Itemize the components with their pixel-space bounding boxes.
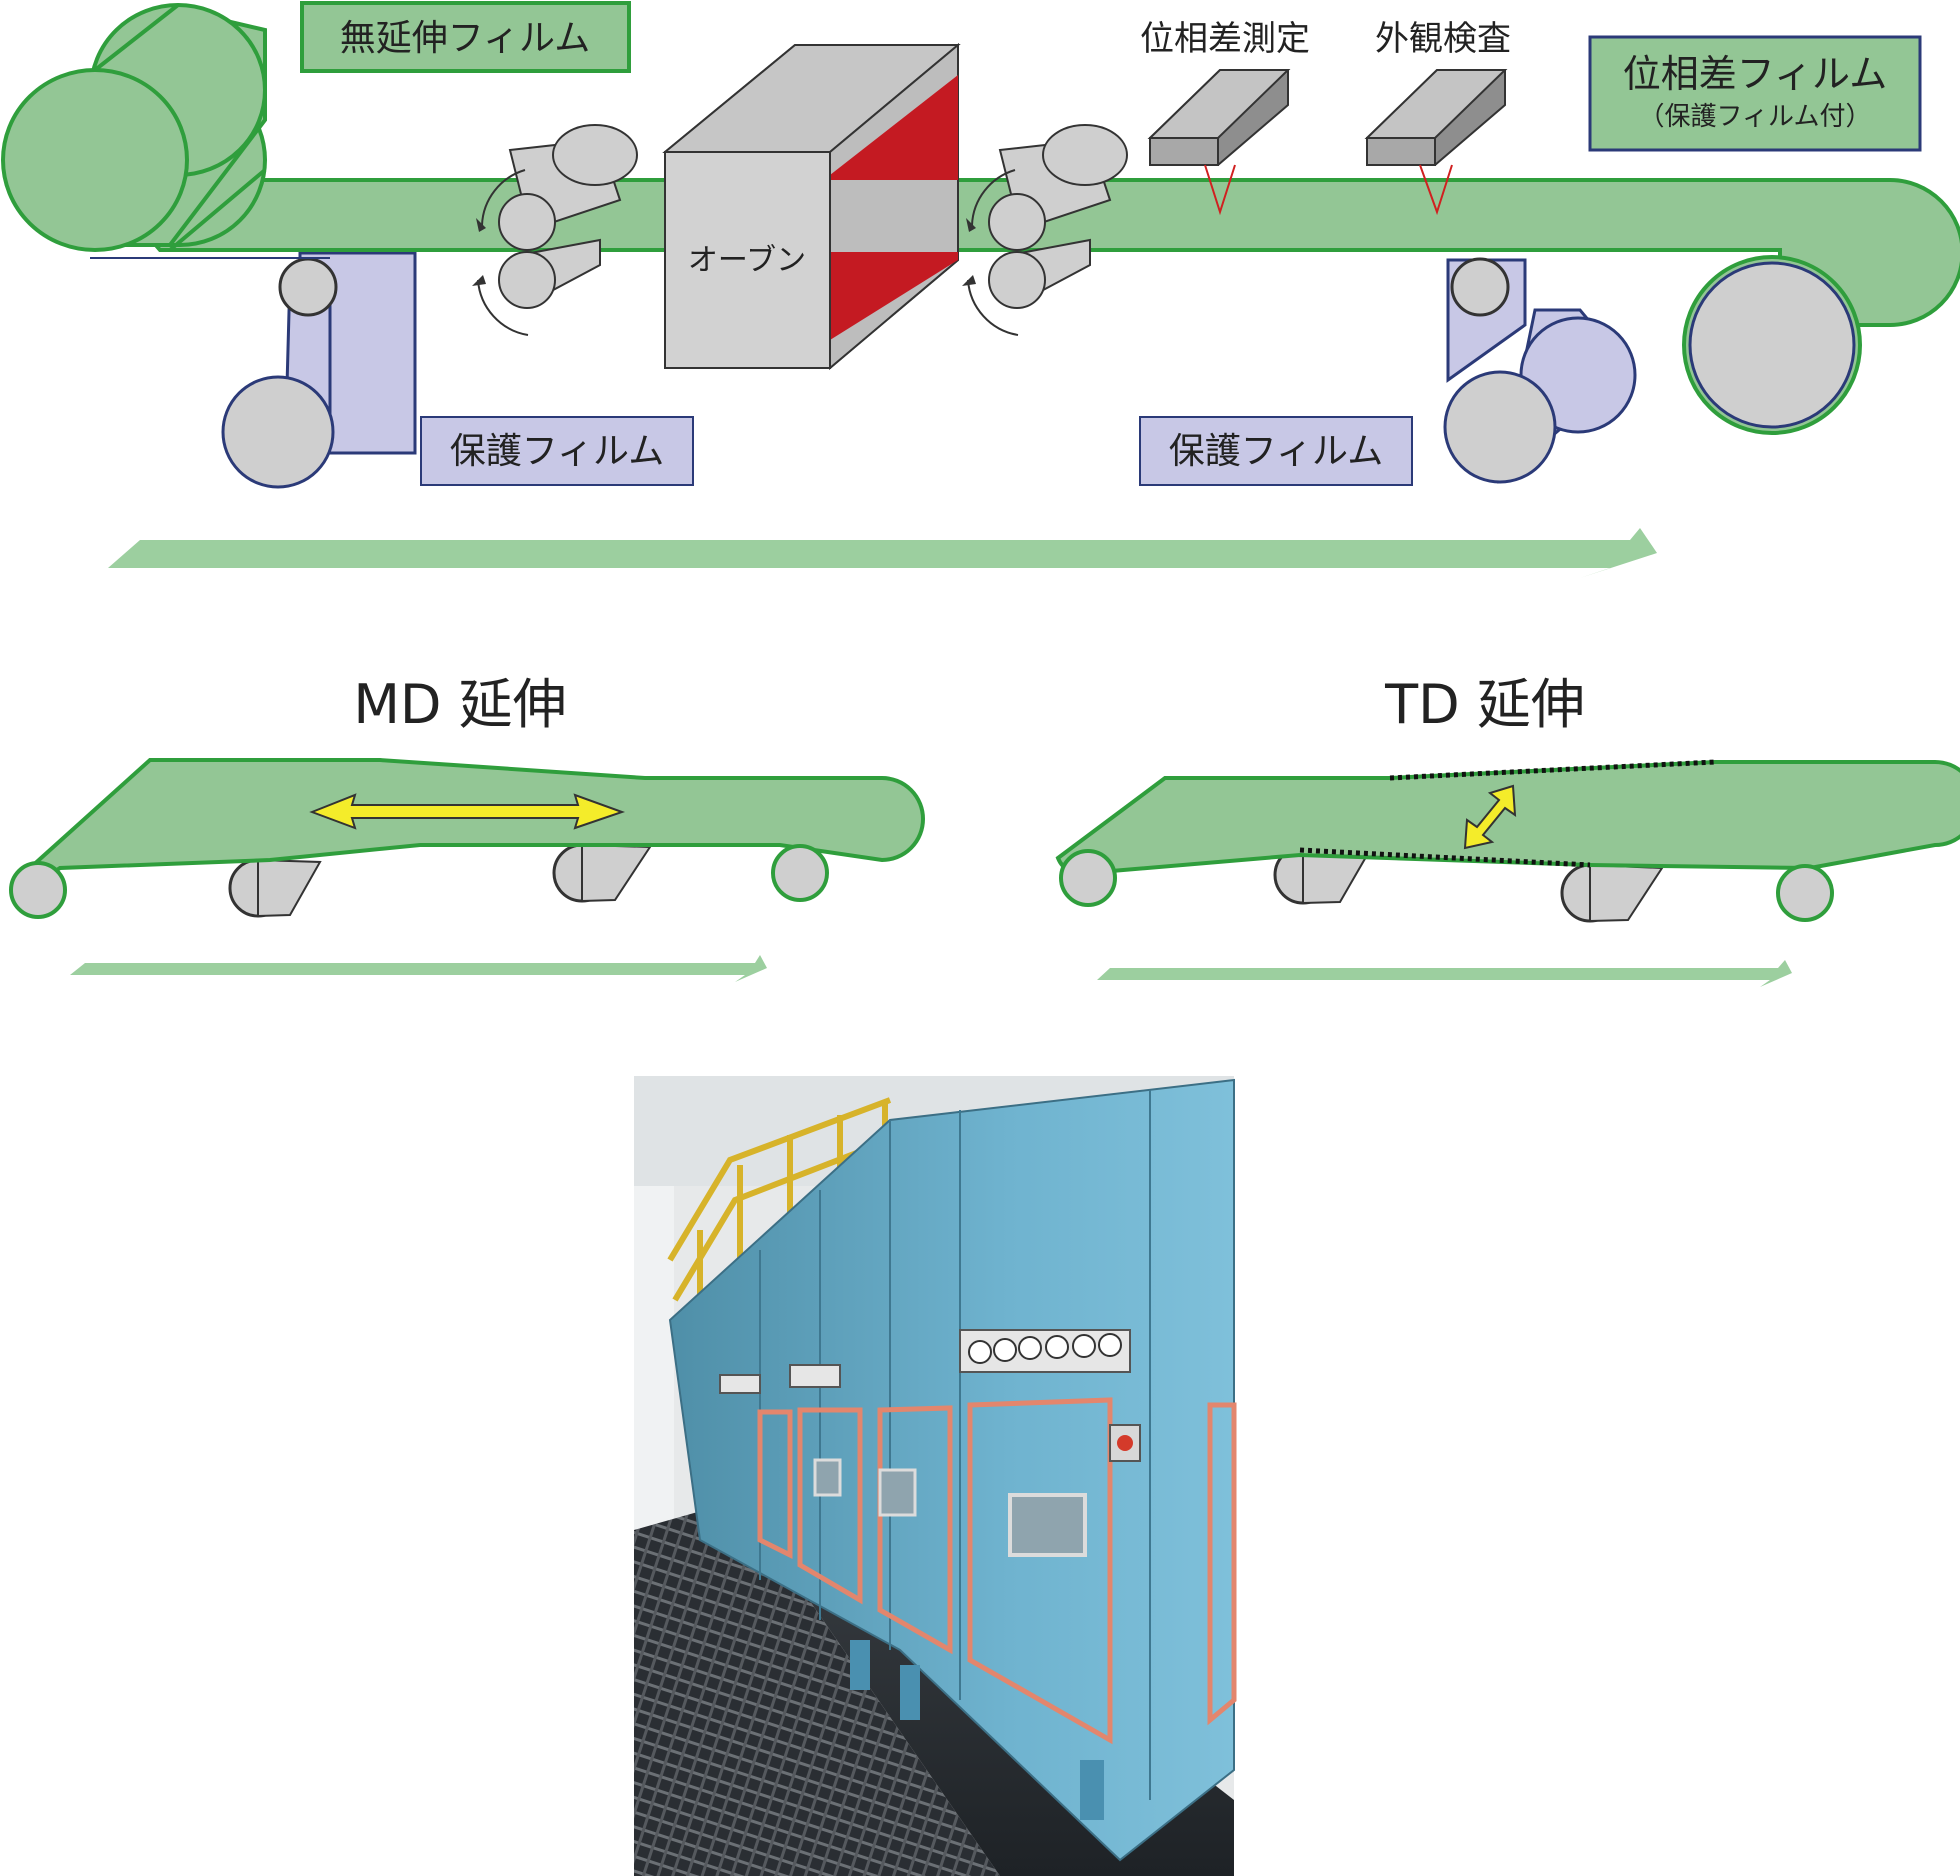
td-stretch-arrow [1463, 784, 1517, 850]
protect-film-roll [1443, 370, 1557, 484]
oven-label: オーブン [688, 243, 806, 278]
take-up-roll [1682, 255, 1862, 435]
nip-rollers-right [962, 124, 1128, 336]
unstretched-film-label: 無延伸フィルム [340, 18, 591, 59]
md-flow-arrow [70, 955, 767, 982]
protect-film-label-box-right: 保護フィルム [1139, 416, 1413, 486]
oven: オーブン [662, 42, 961, 371]
guide-roller [278, 257, 338, 317]
phase-measure-sensor [1147, 69, 1291, 216]
roller [1776, 864, 1834, 922]
process-flow-arrow [108, 528, 1657, 578]
retardation-film-label: 位相差フィルム [1623, 52, 1887, 96]
md-stretch-diagram: MD 延伸 [9, 673, 925, 982]
protect-film-label-right: 保護フィルム [1169, 431, 1384, 472]
td-film-web [1055, 760, 1960, 876]
supply-roll [1, 3, 267, 252]
appearance-check-label: 外観検査 [1375, 19, 1511, 59]
process-line: オーブン 位相差測定 外観検査 [1, 1, 1960, 578]
phase-measure-label: 位相差測定 [1140, 19, 1310, 59]
clip-line-bottom [1299, 847, 1591, 868]
roller [771, 844, 829, 902]
td-flow-arrow [1097, 960, 1792, 987]
guide-roller [1450, 257, 1510, 317]
roller [1059, 849, 1117, 907]
unstretched-film-label-box: 無延伸フィルム [300, 1, 631, 73]
stretching-machine-photo [634, 1076, 1237, 1876]
appearance-check-sensor [1364, 69, 1508, 216]
retardation-film-label-box: 位相差フィルム （保護フィルム付） [1588, 35, 1922, 152]
md-title: MD 延伸 [353, 673, 566, 736]
retardation-film-sublabel: （保護フィルム付） [1639, 102, 1872, 132]
protect-film-feed-right [1443, 257, 1637, 484]
protect-film-label-box-left: 保護フィルム [420, 416, 694, 486]
protect-film-feed-left [221, 251, 417, 489]
clip-line-top [1389, 759, 1716, 781]
md-stretch-arrow [309, 793, 626, 830]
protect-film-roll [221, 375, 335, 489]
td-stretch-diagram: TD 延伸 [1055, 673, 1960, 987]
roller [9, 861, 67, 919]
protect-film-label-left: 保護フィルム [450, 431, 665, 472]
nip-rollers-left [472, 124, 638, 336]
td-title: TD 延伸 [1384, 673, 1585, 736]
